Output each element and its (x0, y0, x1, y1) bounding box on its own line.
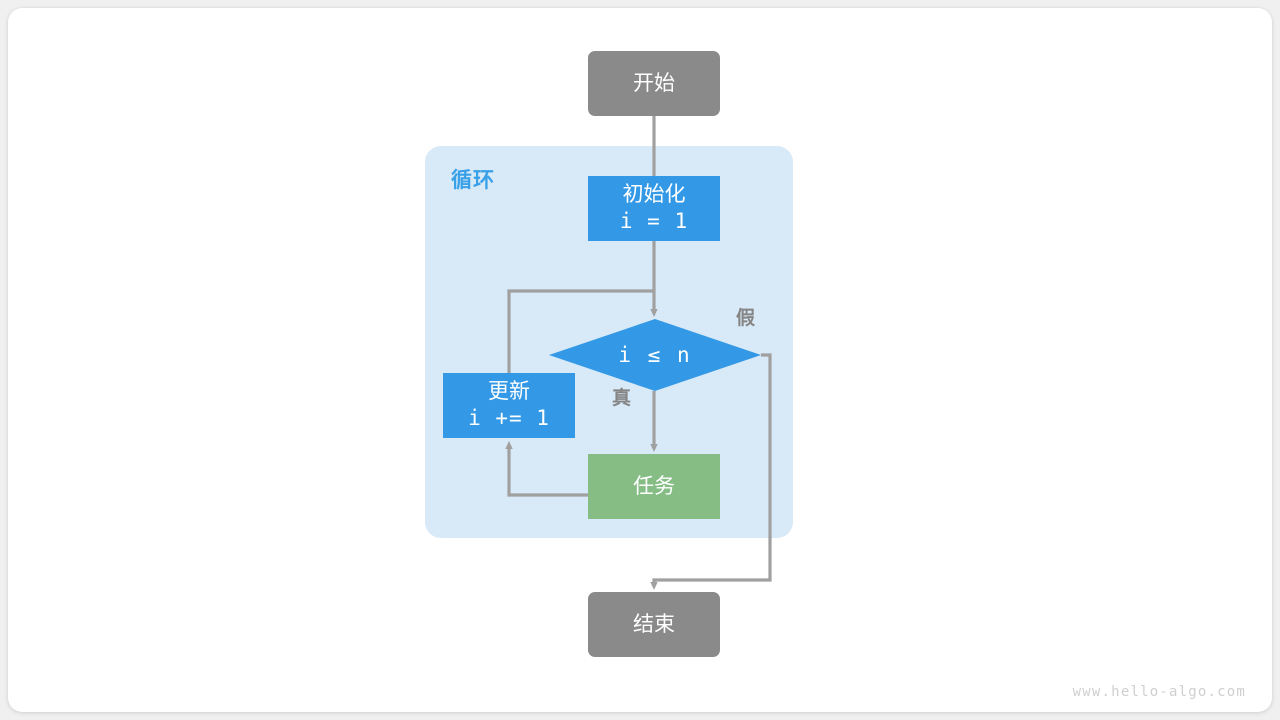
node-condition-label: i ≤ n (618, 343, 692, 367)
node-update-title: 更新 (488, 380, 530, 403)
node-init-expression: i = 1 (619, 209, 689, 233)
node-init[interactable]: 初始化 i = 1 (588, 176, 720, 241)
watermark: www.hello-algo.com (1072, 684, 1246, 700)
node-update-expression: i += 1 (468, 406, 550, 430)
diagram-canvas: 循环 开始 (8, 8, 1272, 712)
node-end[interactable]: 结束 (588, 592, 720, 657)
node-start[interactable]: 开始 (588, 51, 720, 116)
node-task[interactable]: 任务 (588, 454, 720, 519)
node-task-label: 任务 (633, 474, 675, 498)
edge-label-true: 真 (612, 388, 632, 409)
node-update[interactable]: 更新 i += 1 (443, 373, 575, 438)
node-condition[interactable]: i ≤ n (549, 319, 761, 391)
diagram-stage: 循环 开始 (8, 8, 1272, 712)
node-start-label: 开始 (633, 71, 675, 95)
edge-label-false: 假 (736, 308, 756, 329)
loop-container-label: 循环 (451, 169, 495, 192)
node-init-title: 初始化 (622, 183, 686, 206)
node-end-label: 结束 (633, 612, 675, 636)
